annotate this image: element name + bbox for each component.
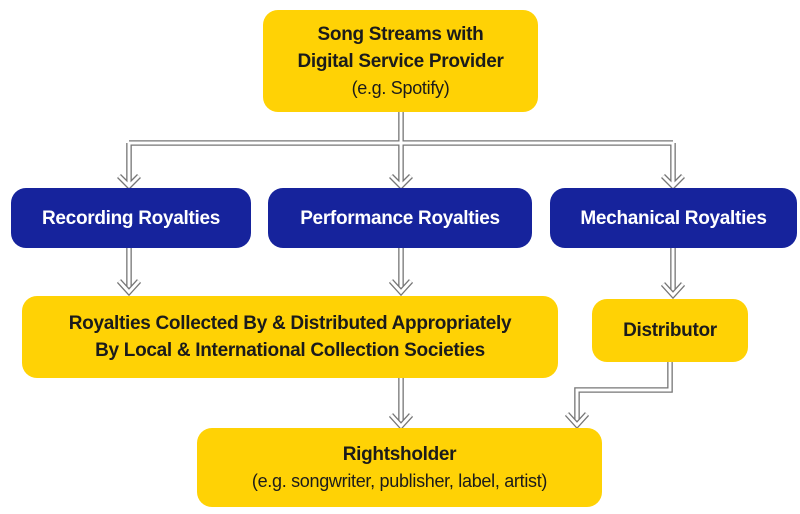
recording-royalties-node: Recording Royalties	[11, 188, 251, 248]
arrow-mechanical-to-distributor	[660, 246, 686, 300]
arrow-performance-to-societies	[388, 246, 414, 297]
mechanical-royalties-node: Mechanical Royalties	[550, 188, 797, 248]
collection-societies-node: Royalties Collected By & Distributed App…	[22, 296, 558, 378]
societies-line2: By Local & International Collection Soci…	[95, 340, 485, 361]
dsp-title-line2: Digital Service Provider	[297, 50, 504, 72]
rightsholder-subtitle: (e.g. songwriter, publisher, label, arti…	[251, 470, 548, 491]
arrow-societies-to-rightsholder	[388, 376, 414, 431]
recording-royalties-label: Recording Royalties	[41, 207, 220, 229]
mechanical-royalties-label: Mechanical Royalties	[580, 207, 767, 229]
dsp-node: Song Streams with Digital Service Provid…	[263, 10, 538, 112]
rightsholder-node: Rightsholder (e.g. songwriter, publisher…	[197, 428, 602, 507]
arrow-dsp-to-royalties	[117, 110, 685, 190]
dsp-subtitle: (e.g. Spotify)	[351, 77, 450, 98]
performance-royalties-label: Performance Royalties	[300, 207, 500, 229]
rightsholder-title: Rightsholder	[342, 443, 457, 465]
arrow-recording-to-societies	[116, 246, 142, 297]
distributor-node: Distributor	[592, 299, 748, 362]
distributor-label: Distributor	[623, 320, 717, 341]
dsp-title-line1: Song Streams with	[317, 23, 484, 45]
societies-line1: Royalties Collected By & Distributed App…	[68, 313, 512, 334]
arrow-distributor-to-rightsholder	[564, 360, 673, 430]
performance-royalties-node: Performance Royalties	[268, 188, 532, 248]
